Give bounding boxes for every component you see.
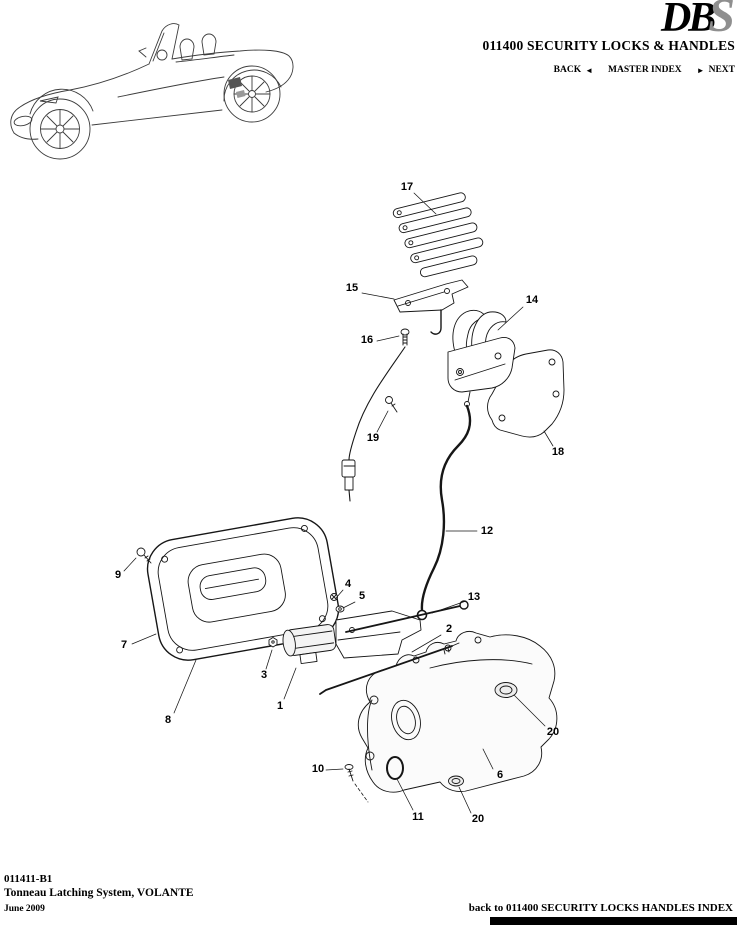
- next-label: NEXT: [708, 65, 735, 75]
- callout-7: 7: [121, 639, 127, 651]
- dbs-logo: DBS: [661, 0, 735, 40]
- next-arrow-icon: ►: [696, 65, 705, 75]
- part-grommet-11: [386, 756, 404, 780]
- part-cable-12: [416, 404, 472, 621]
- rear-wheel: [223, 65, 281, 123]
- header-nav: BACK◄ MASTER INDEX ►NEXT: [554, 65, 735, 75]
- part-washer-5: [335, 605, 345, 613]
- callout-12: 12: [481, 525, 493, 537]
- callout-11: 11: [412, 811, 424, 823]
- back-arrow-icon: ◄: [585, 65, 594, 75]
- master-index-link[interactable]: MASTER INDEX: [608, 65, 682, 75]
- striker-pin: [430, 309, 442, 335]
- callout-18: 18: [552, 446, 564, 458]
- part-screw-10: [344, 764, 369, 803]
- logo-db-text: DB: [660, 0, 716, 41]
- car-illustration: [10, 23, 294, 160]
- part-rod-13: [345, 605, 461, 633]
- callout-8: 8: [165, 714, 171, 726]
- part-bracket-15: [393, 279, 469, 335]
- part-gasket-strips: [392, 192, 484, 278]
- callout-20-top: 20: [547, 726, 559, 738]
- front-wheel: [29, 98, 91, 160]
- index-back-link[interactable]: back to 011400 SECURITY LOCKS HANDLES IN…: [468, 902, 733, 914]
- release-cable-upper: [341, 346, 406, 502]
- part-rod-2: [319, 645, 453, 695]
- part-housing-6: [357, 630, 558, 793]
- part-screw-9: [136, 547, 152, 564]
- callout-3: 3: [261, 669, 267, 681]
- part-nut-3: [268, 637, 278, 648]
- callout-2: 2: [446, 623, 452, 635]
- master-index-label: MASTER INDEX: [608, 65, 682, 75]
- back-link[interactable]: BACK◄: [554, 65, 593, 75]
- back-label: BACK: [553, 65, 582, 75]
- part-bolt-16: [400, 328, 410, 346]
- callout-10: 10: [312, 763, 324, 775]
- callout-13: 13: [468, 591, 480, 603]
- next-link[interactable]: ►NEXT: [697, 65, 735, 75]
- callout-14: 14: [526, 294, 539, 306]
- part-plug-20-top: [494, 682, 518, 698]
- part-bolt-19: [385, 396, 398, 413]
- callout-5: 5: [359, 590, 365, 602]
- doc-number: 011411-B1: [4, 873, 53, 885]
- footer-left: 011411-B1 Tonneau Latching System, VOLAN…: [4, 874, 194, 914]
- part-seal-gasket: [146, 517, 340, 661]
- callout-6: 6: [497, 769, 503, 781]
- page-title: 011400 SECURITY LOCKS & HANDLES: [482, 38, 735, 53]
- callout-1: 1: [277, 700, 283, 712]
- callout-9: 9: [115, 569, 121, 581]
- part-actuator-1: [268, 593, 469, 695]
- logo-s-text: S: [708, 0, 735, 42]
- footer-bar: [490, 917, 737, 925]
- callout-leaders: [123, 192, 554, 814]
- doc-title: Tonneau Latching System, VOLANTE: [4, 887, 194, 899]
- callout-20-bottom: 20: [472, 813, 484, 825]
- callout-15: 15: [346, 282, 358, 294]
- part-plug-20-bottom: [448, 775, 464, 787]
- callout-17: 17: [401, 181, 413, 193]
- part-latch-14: [447, 309, 516, 407]
- callout-4: 4: [345, 578, 352, 590]
- door-latch-highlight: [228, 77, 242, 89]
- doc-date: June 2009: [4, 903, 45, 914]
- callout-16: 16: [361, 334, 373, 346]
- callout-19: 19: [367, 432, 379, 444]
